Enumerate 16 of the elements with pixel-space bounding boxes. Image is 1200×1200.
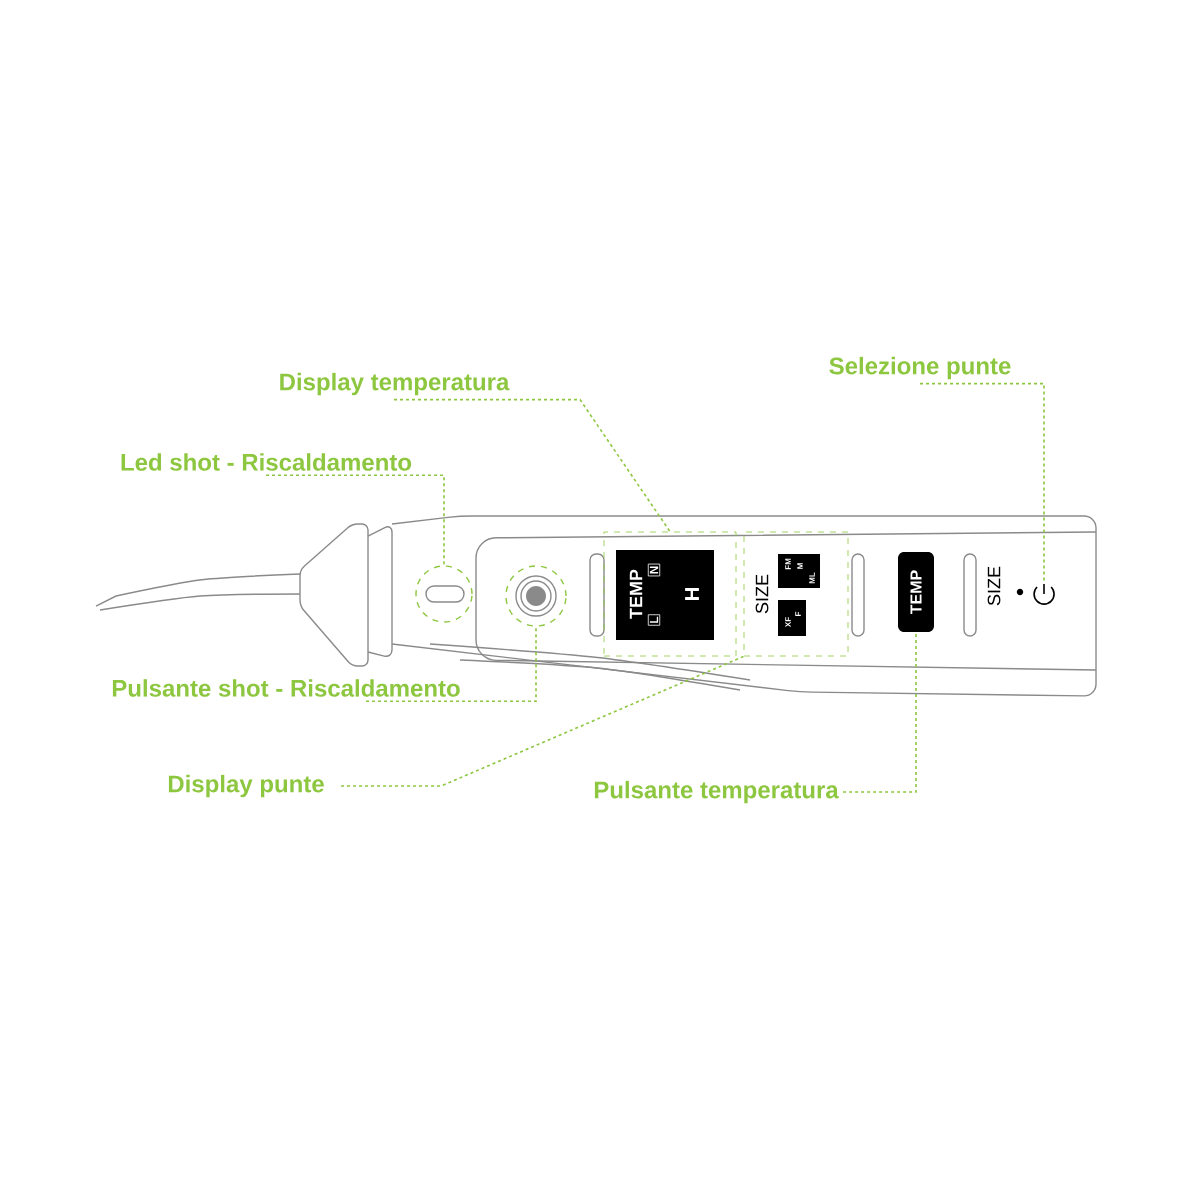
callout-label: Pulsante temperatura (594, 780, 839, 804)
leader-line (265, 474, 445, 567)
highlight-circle (415, 565, 473, 623)
leader-line (842, 631, 917, 793)
power-icon (1033, 583, 1055, 605)
callout-label: Selezione punte (829, 356, 1011, 380)
callout-label: Led shot - Riscaldamento (121, 453, 412, 471)
callout-label: Pulsante shot - Riscaldamento (112, 679, 460, 697)
leader-line (393, 398, 671, 533)
button-label: SIZE (987, 566, 1001, 606)
temperature-button: TEMP (898, 552, 934, 632)
callout-label: Display temperatura (280, 372, 510, 396)
callout-label: Display punte (168, 774, 324, 798)
leader-line (919, 382, 1045, 583)
highlight-circle (505, 565, 567, 627)
leader-line (365, 625, 537, 703)
